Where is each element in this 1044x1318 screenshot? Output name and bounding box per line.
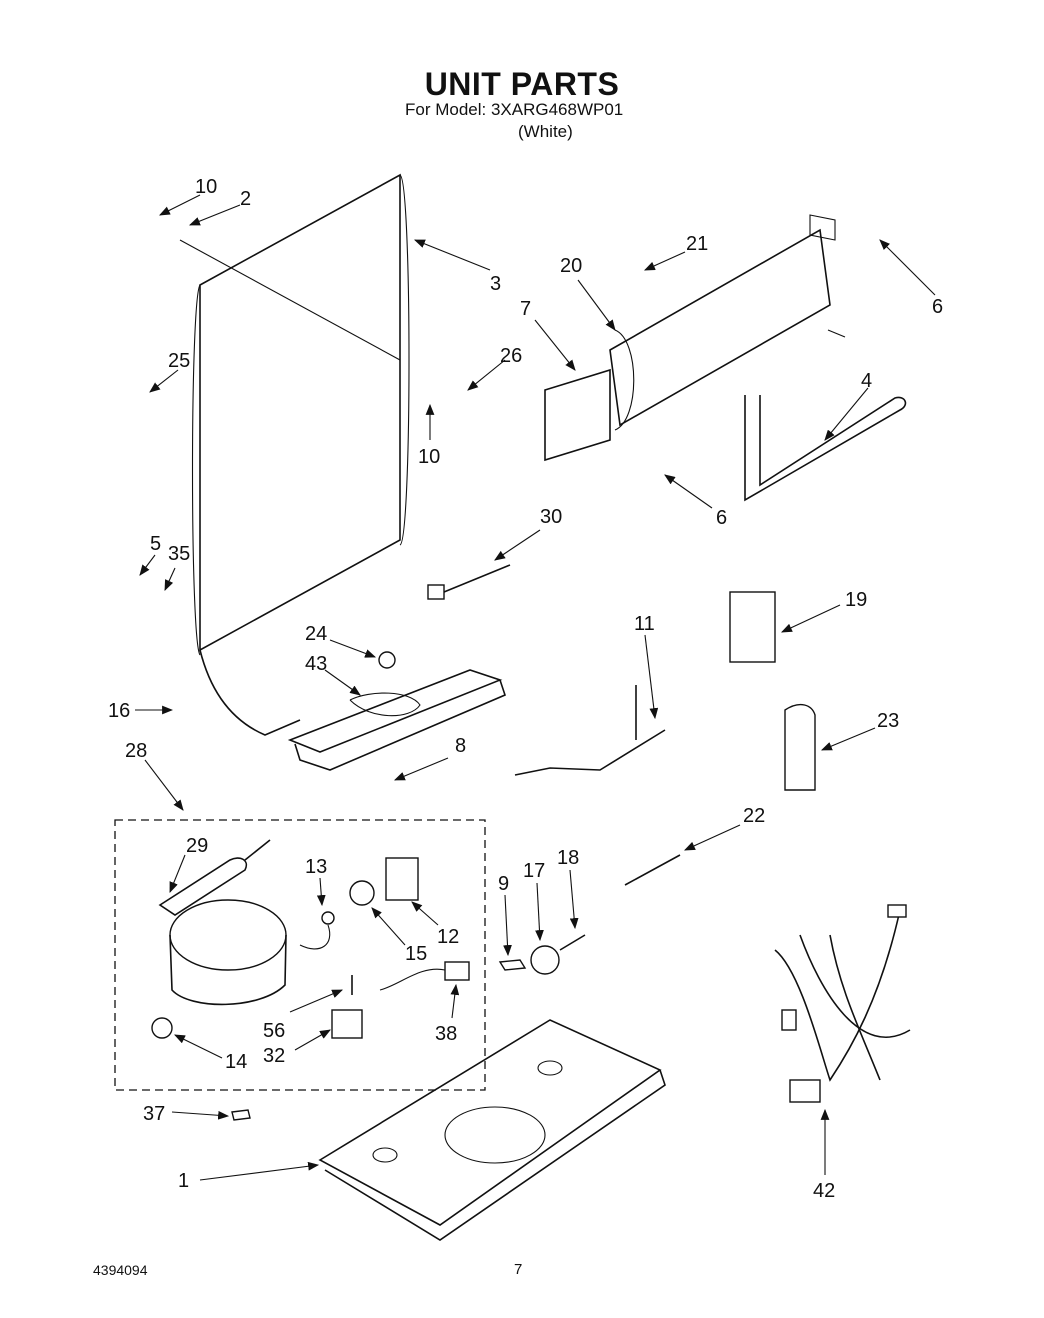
mounting-hardware [231,934,586,1121]
callout-28: 28 [125,740,147,762]
filter-drier [158,839,271,916]
model-color: (White) [518,122,573,141]
document-number: 4394094 [93,1262,148,1278]
callout-37: 37 [143,1103,165,1125]
callout-38: 38 [435,1023,457,1045]
tube-22 [624,854,681,886]
insulation-pad-19 [729,591,776,663]
callout-19: 19 [845,589,867,611]
callout-30: 30 [540,506,562,528]
callout-20: 20 [560,255,582,277]
callout-14: 14 [225,1051,247,1073]
callout-11: 11 [634,613,655,635]
callout-6a: 6 [932,296,943,318]
compressor-group-box [114,819,486,1091]
callout-26: 26 [500,345,522,367]
callout-3: 3 [490,273,501,295]
base-pan [318,1019,666,1241]
callout-8: 8 [455,735,466,757]
callout-22: 22 [743,805,765,827]
callout-9: 9 [498,873,509,895]
callout-7: 7 [520,298,531,320]
drain-pan [287,651,506,771]
callout-4: 4 [861,370,872,392]
callout-1: 1 [178,1170,189,1192]
callout-13: 13 [305,856,327,878]
sensor-tube [427,564,511,600]
callout-10b: 10 [418,446,440,468]
callout-15: 15 [405,943,427,965]
callout-5: 5 [150,533,161,555]
callout-25: 25 [168,350,190,372]
callout-32: 32 [263,1045,285,1067]
callout-12: 12 [437,926,459,948]
callout-35: 35 [168,543,190,565]
wire-harness [774,904,911,1103]
callout-2: 2 [240,188,251,210]
callout-6b: 6 [716,507,727,529]
model-number: For Model: 3XARG468WP01 [405,100,624,119]
callout-23: 23 [877,710,899,732]
callout-17: 17 [523,860,545,882]
insulation-pad-23 [784,703,816,791]
callout-10a: 10 [195,176,217,198]
callout-29: 29 [186,835,208,857]
callout-24: 24 [305,623,327,645]
callout-21: 21 [686,233,708,255]
compressor-electrical-parts [299,857,470,1039]
callout-43: 43 [305,653,327,675]
page-number: 7 [514,1261,523,1278]
callout-56: 56 [263,1020,285,1042]
callout-leaders [135,194,936,1181]
callout-18: 18 [557,847,579,869]
condenser [179,173,410,736]
page-title: UNIT PARTS [424,66,620,102]
evaporator [544,214,846,462]
compressor [151,899,287,1039]
defrost-heater [744,395,907,502]
callout-16: 16 [108,700,130,722]
drain-tube [514,685,666,776]
callout-labels: 10 2 3 25 26 10 21 20 7 6 4 6 30 5 35 24… [108,176,943,1202]
callout-42: 42 [813,1180,835,1202]
